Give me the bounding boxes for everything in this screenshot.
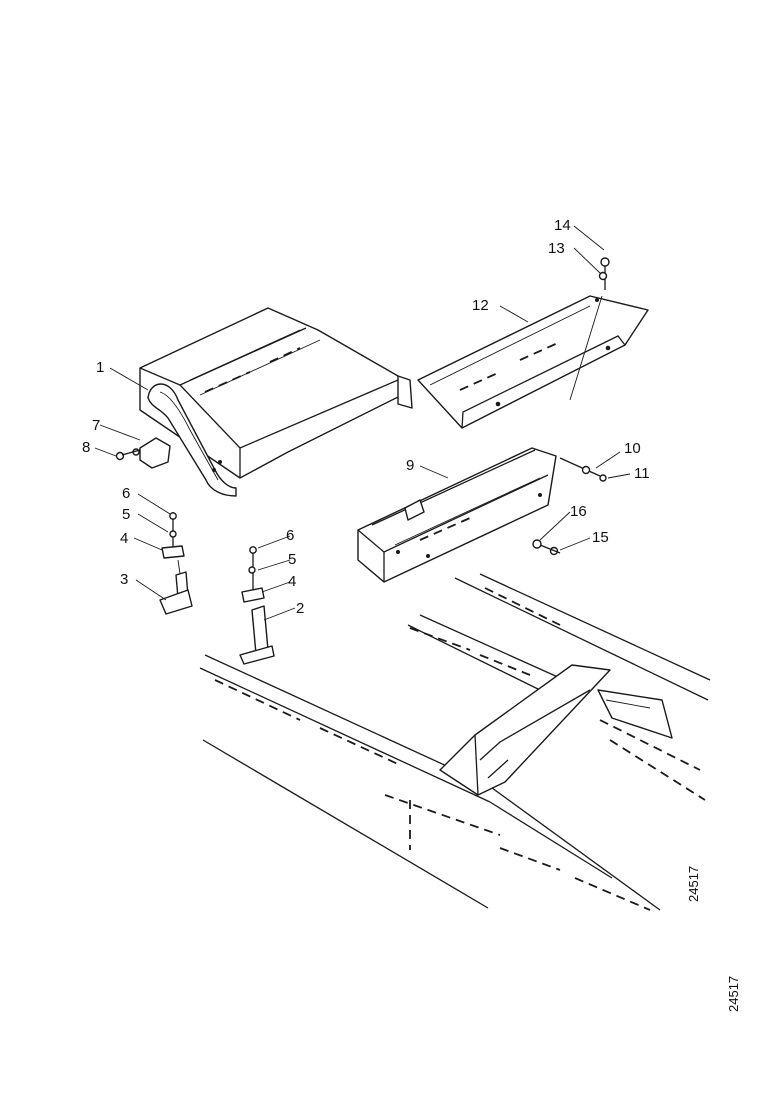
box-housing-part [139, 307, 413, 497]
callout-labels: 1 2 3 4 5 6 7 8 9 10 11 12 13 14 15 16 6… [82, 217, 650, 617]
callout-2: 2 [296, 600, 304, 617]
reference-number-drawing: 24517 [686, 866, 701, 902]
fasteners [115, 257, 610, 665]
cover-plate-part [417, 295, 649, 429]
reference-number-page: 24517 [726, 976, 741, 1012]
callout-9: 9 [406, 457, 414, 474]
callout-6-right: 6 [286, 527, 294, 544]
channel-bracket-part [357, 447, 557, 583]
callout-7: 7 [92, 417, 100, 434]
callout-5-left: 5 [122, 506, 130, 523]
callout-12: 12 [472, 297, 489, 314]
callout-11: 11 [634, 465, 650, 482]
callout-4-right: 4 [288, 573, 296, 590]
leader-lines [94, 225, 631, 621]
callout-6-left: 6 [122, 485, 130, 502]
callout-5-right: 5 [288, 551, 296, 568]
callout-3: 3 [120, 571, 128, 588]
chassis-frame [199, 573, 711, 911]
callout-14: 14 [554, 217, 571, 234]
callout-16: 16 [570, 503, 587, 520]
callout-15: 15 [592, 529, 609, 546]
callout-13: 13 [548, 240, 565, 257]
callout-4-left: 4 [120, 530, 128, 547]
callout-8: 8 [82, 439, 90, 456]
callout-10: 10 [624, 440, 641, 457]
callout-1: 1 [96, 359, 104, 376]
